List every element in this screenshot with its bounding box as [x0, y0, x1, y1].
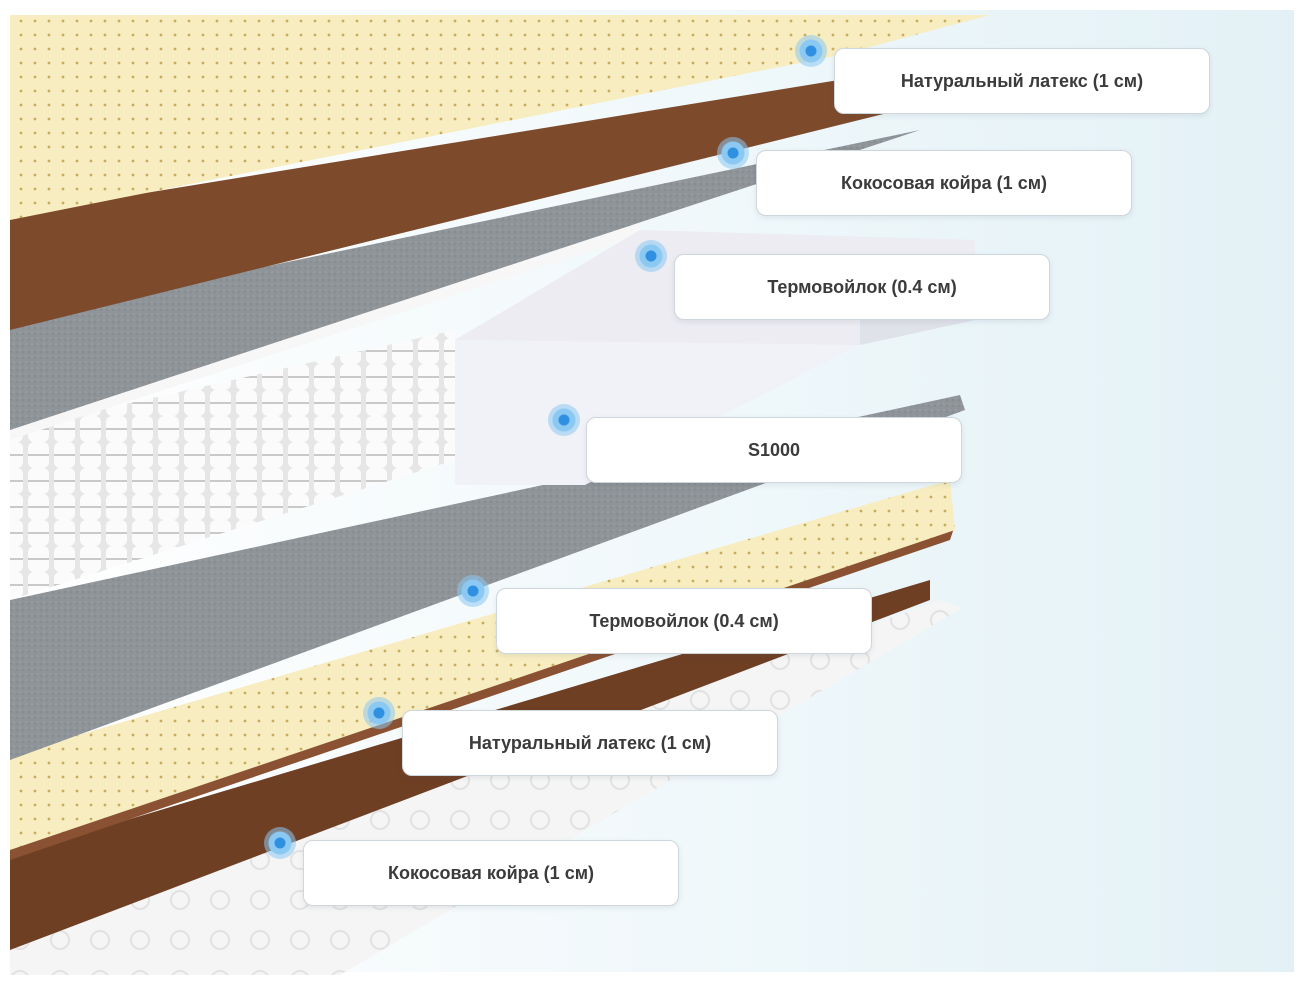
callout-label: Кокосовая койра (1 см) — [387, 862, 595, 883]
bottom-latex-top — [10, 480, 955, 850]
callout-top-coir[interactable]: Кокосовая койра (1 см) — [756, 150, 1132, 216]
foam-edge-front — [455, 340, 860, 485]
top-coir-face — [10, 70, 920, 330]
callout-label: Термовойлок (0.4 см) — [767, 276, 957, 297]
callout-bottom-coir[interactable]: Кокосовая койра (1 см) — [303, 840, 679, 906]
marker-dot-bottom-latex[interactable] — [363, 697, 395, 729]
callout-spring-block[interactable]: S1000 — [586, 417, 962, 483]
top-latex-top — [10, 15, 990, 220]
marker-dot-top-latex[interactable] — [795, 35, 827, 67]
callout-bottom-latex[interactable]: Натуральный латекс (1 см) — [402, 710, 778, 776]
marker-dot-spring-block[interactable] — [548, 404, 580, 436]
marker-dot-bottom-felt[interactable] — [457, 575, 489, 607]
callout-label: Кокосовая койра (1 см) — [840, 172, 1048, 193]
callout-top-latex[interactable]: Натуральный латекс (1 см) — [834, 48, 1210, 114]
callout-label: S1000 — [747, 439, 801, 460]
marker-dot-top-felt[interactable] — [635, 240, 667, 272]
callout-label: Натуральный латекс (1 см) — [900, 70, 1144, 91]
bottom-felt-top — [10, 395, 965, 760]
spring-block-front — [10, 330, 455, 600]
bottom-cover-top — [10, 600, 962, 975]
marker-dot-bottom-coir[interactable] — [264, 827, 296, 859]
callout-bottom-felt[interactable]: Термовойлок (0.4 см) — [496, 588, 872, 654]
callout-label: Натуральный латекс (1 см) — [468, 732, 712, 753]
marker-dot-top-coir[interactable] — [717, 137, 749, 169]
top-felt-top — [10, 130, 920, 430]
callout-label: Термовойлок (0.4 см) — [589, 610, 779, 631]
callout-top-felt[interactable]: Термовойлок (0.4 см) — [674, 254, 1050, 320]
